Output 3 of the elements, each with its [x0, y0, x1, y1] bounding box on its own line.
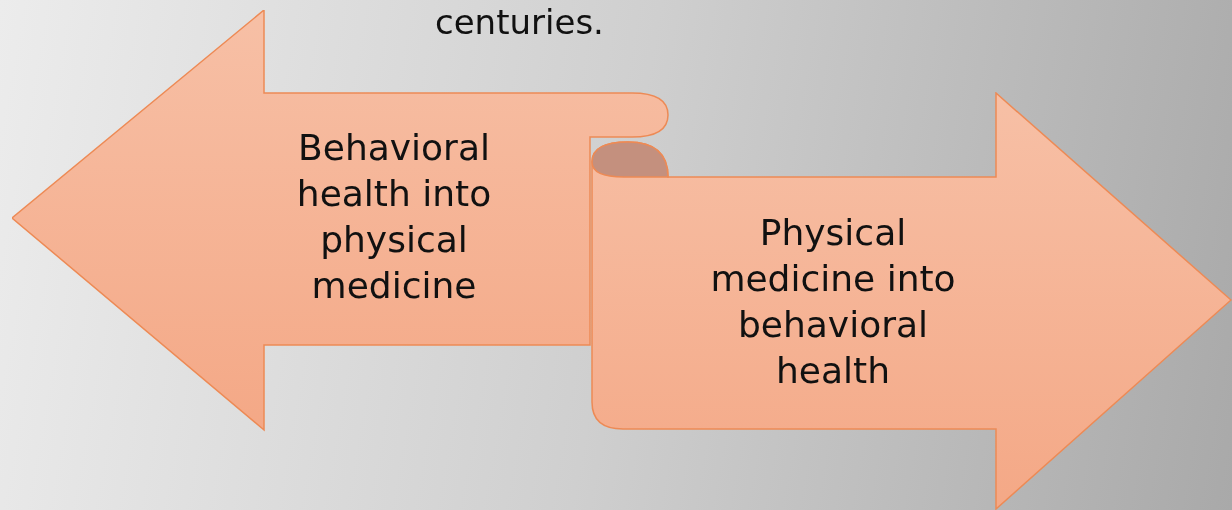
arrow-label: Behavioral health into physical medicine	[295, 126, 493, 308]
arrow-label: Physical medicine into behavioral health	[709, 211, 957, 393]
note-text: centuries.	[435, 2, 604, 42]
